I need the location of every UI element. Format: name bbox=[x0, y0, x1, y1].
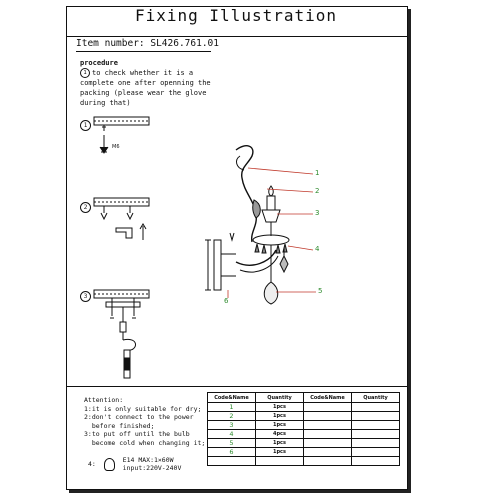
procedure-body: to check whether it is a complete one af… bbox=[80, 69, 211, 107]
step-1-badge: 1 bbox=[80, 120, 91, 131]
procedure-heading: procedure bbox=[80, 59, 118, 67]
step-2-diagram bbox=[93, 197, 150, 240]
callout-5: 5 bbox=[318, 287, 323, 295]
header-quantity: Quantity bbox=[255, 392, 304, 403]
part-code: 5 bbox=[207, 438, 256, 448]
bulb-icon bbox=[103, 457, 115, 471]
empty-cell bbox=[303, 447, 352, 457]
callout-leaders bbox=[227, 167, 316, 298]
bulb-spec-block: 4: E14 MAX:1×60W input:220V-240V bbox=[88, 456, 181, 472]
callout-3: 3 bbox=[315, 209, 320, 217]
step-1-diagram: M6 bbox=[93, 116, 150, 154]
empty-cell bbox=[303, 438, 352, 448]
empty-cell bbox=[351, 411, 400, 421]
callout-1: 1 bbox=[315, 169, 320, 177]
part-qty: 1pcs bbox=[255, 438, 304, 448]
step-2-badge: 2 bbox=[80, 202, 91, 213]
page-title: Fixing Illustration bbox=[134, 6, 338, 25]
empty-cell bbox=[351, 402, 400, 412]
bulb-spec-number: 4: bbox=[88, 460, 96, 468]
bulb-input: input:220V-240V bbox=[122, 464, 182, 472]
attention-line-2: 2:don't connect to the power bbox=[84, 413, 194, 422]
part-code: 1 bbox=[207, 402, 256, 412]
part-code: 3 bbox=[207, 420, 256, 430]
parts-table: Code&Name Quantity Code&Name Quantity 1 … bbox=[207, 392, 400, 466]
bulb-spec: E14 MAX:1×60W bbox=[122, 456, 174, 464]
attention-line-4: 3:to put off until the bulb bbox=[84, 430, 190, 439]
part-qty: 1pcs bbox=[255, 420, 304, 430]
empty-cell bbox=[351, 456, 400, 466]
empty-cell bbox=[303, 456, 352, 466]
parts-table-header: Code&Name Quantity Code&Name Quantity bbox=[207, 392, 400, 403]
attention-line-5: become cold when changing it; bbox=[84, 438, 206, 447]
attention-block: Attention: 1:it is only suitable for dry… bbox=[84, 396, 209, 448]
attention-line-3: before finished; bbox=[84, 421, 155, 430]
callout-4: 4 bbox=[315, 245, 320, 253]
item-number: Item number: SL426.761.01 bbox=[76, 38, 219, 49]
table-row: 6 1pcs bbox=[207, 447, 400, 457]
attention-line-1: 1:it is only suitable for dry; bbox=[84, 404, 202, 413]
header-quantity-2: Quantity bbox=[351, 392, 400, 403]
part-code bbox=[207, 456, 256, 466]
wall-lamp-drawing bbox=[205, 145, 290, 305]
part-code: 2 bbox=[207, 411, 256, 421]
table-row: 1 1pcs bbox=[207, 402, 400, 412]
item-underline bbox=[76, 51, 211, 52]
empty-cell bbox=[351, 429, 400, 439]
part-qty: 1pcs bbox=[255, 447, 304, 457]
part-code: 6 bbox=[207, 447, 256, 457]
table-row: 5 1pcs bbox=[207, 438, 400, 448]
step-3-diagram bbox=[93, 289, 150, 379]
table-row bbox=[207, 456, 400, 466]
part-qty: 1pcs bbox=[255, 411, 304, 421]
svg-text:M6: M6 bbox=[112, 144, 120, 150]
empty-cell bbox=[303, 429, 352, 439]
bottom-section bbox=[66, 386, 408, 483]
empty-cell bbox=[303, 420, 352, 430]
empty-cell bbox=[351, 447, 400, 457]
table-row: 4 4pcs bbox=[207, 429, 400, 439]
part-qty: 1pcs bbox=[255, 402, 304, 412]
step-3-badge: 3 bbox=[80, 291, 91, 302]
part-qty bbox=[255, 456, 304, 466]
callout-6: 6 bbox=[224, 297, 229, 305]
empty-cell bbox=[351, 438, 400, 448]
callout-2: 2 bbox=[315, 187, 320, 195]
part-qty: 4pcs bbox=[255, 429, 304, 439]
part-code: 4 bbox=[207, 429, 256, 439]
empty-cell bbox=[303, 402, 352, 412]
header-code-name-2: Code&Name bbox=[303, 392, 352, 403]
attention-heading: Attention: bbox=[84, 396, 124, 404]
header-code-name: Code&Name bbox=[207, 392, 256, 403]
title-divider bbox=[66, 36, 408, 37]
empty-cell bbox=[303, 411, 352, 421]
table-row: 3 1pcs bbox=[207, 420, 400, 430]
empty-cell bbox=[351, 420, 400, 430]
table-row: 2 1pcs bbox=[207, 411, 400, 421]
